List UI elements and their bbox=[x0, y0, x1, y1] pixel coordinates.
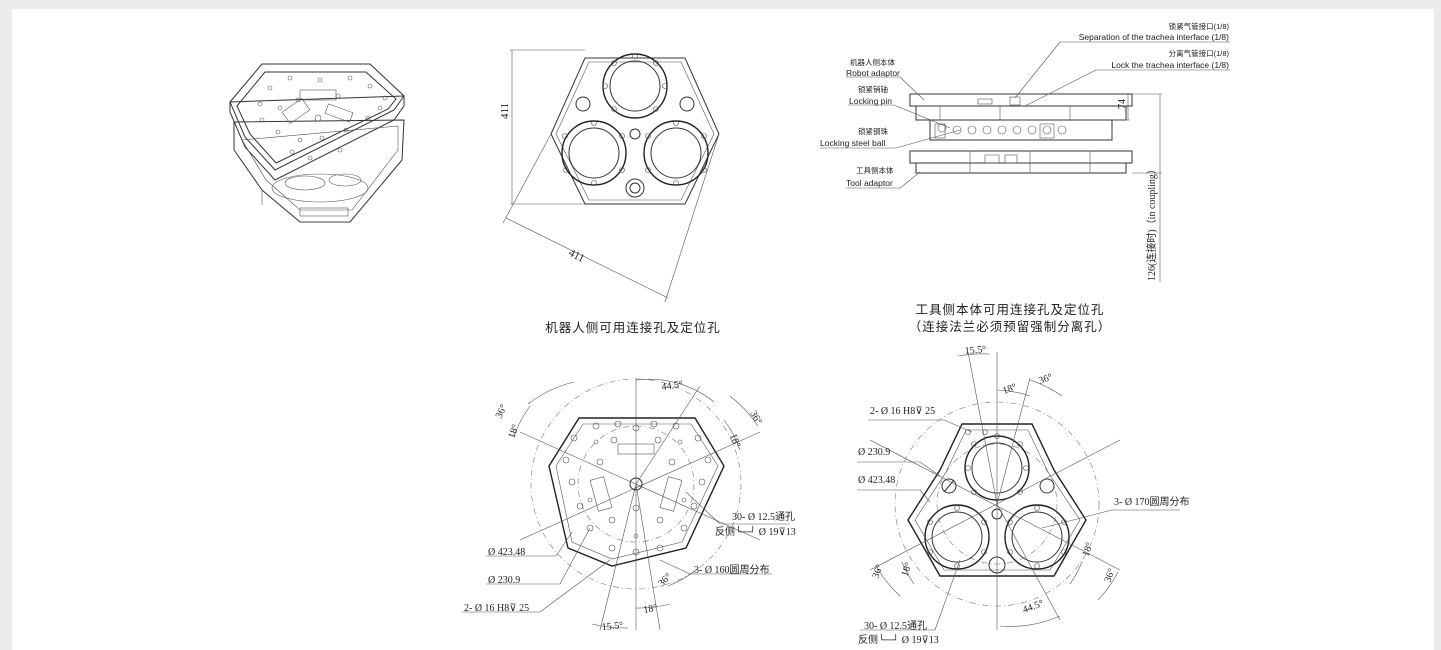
tool-angle-36-right: 36° bbox=[1102, 567, 1117, 584]
title-tool-side-2: （连接法兰必须预留强制分离孔） bbox=[909, 319, 1112, 334]
robot-d423: Ø 423.48 bbox=[488, 547, 525, 558]
robot-angle-18-bottom: 18° bbox=[643, 603, 659, 616]
robot-angle-15-5: 15.5° bbox=[601, 620, 623, 633]
tool-angle-44-5: 44.5° bbox=[1021, 598, 1045, 616]
callout-tool-en: Tool adaptor bbox=[846, 178, 893, 188]
callout-sep-cn: 锁紧气管接口(1/8) bbox=[1169, 21, 1230, 31]
callout-pin-cn: 锁紧销轴 bbox=[858, 84, 888, 94]
tool-angle-36-top: 36° bbox=[1037, 372, 1054, 387]
callout-sep-en: Separation of the trachea interface (1/8… bbox=[1079, 32, 1229, 42]
tool-angle-36-left: 36° bbox=[870, 563, 885, 580]
robot-angle-36-bottom: 36° bbox=[656, 571, 674, 589]
robot-pin: 2- Ø 16 H8⊽ 25 bbox=[464, 603, 529, 614]
isometric-view bbox=[229, 63, 405, 223]
ring-bolts-top bbox=[562, 53, 707, 186]
dim-height-411: 411 bbox=[499, 103, 511, 119]
tool-back-label: 反侧└─┘ Ø 19⊽13 bbox=[858, 633, 939, 646]
tool-angle-18-top: 18° bbox=[1001, 382, 1018, 397]
top-view bbox=[502, 49, 720, 303]
robot-angle-36-left: 36° bbox=[494, 403, 510, 420]
robot-holes-label: 30- Ø 12.5通孔 bbox=[732, 511, 795, 523]
tool-d423: Ø 423.48 bbox=[858, 475, 895, 486]
dim-74: 74 bbox=[1117, 99, 1128, 109]
tool-angle-15-5: 15.5° bbox=[964, 344, 986, 357]
callout-robot-cn: 机器人侧本体 bbox=[850, 57, 895, 67]
tool-side-pattern bbox=[857, 351, 1180, 631]
robot-d230: Ø 230.9 bbox=[488, 575, 520, 586]
callout-lock-cn: 分离气管接口(1/8) bbox=[1169, 48, 1230, 58]
robot-angle-18-right: 18° bbox=[727, 432, 742, 449]
robot-pcd: 3- Ø 160圆周分布 bbox=[694, 564, 770, 576]
callout-pin-en: Locking pin bbox=[849, 96, 892, 106]
side-view bbox=[820, 41, 1230, 282]
dim-126: 126(连接时)（in coupling） bbox=[1145, 164, 1158, 281]
tool-pcd: 3- Ø 170圆周分布 bbox=[1114, 496, 1190, 508]
callout-ball-cn: 锁紧钢珠 bbox=[858, 126, 888, 136]
dim-diagonal-411: 411 bbox=[567, 247, 587, 265]
tool-angle-18-left: 18° bbox=[899, 561, 914, 578]
callout-ball-en: Locking steel ball bbox=[820, 138, 885, 148]
tool-pin: 2- Ø 16 H8⊽ 25 bbox=[870, 406, 935, 417]
robot-side-pattern bbox=[462, 378, 790, 631]
technical-drawing: 411 411 bbox=[229, 21, 1230, 646]
drawing-sheet: 411 411 bbox=[12, 9, 1434, 650]
tool-d230: Ø 230.9 bbox=[858, 447, 890, 458]
tool-holes-label: 30- Ø 12.5通孔 bbox=[864, 620, 927, 632]
robot-angle-36-right: 36° bbox=[747, 409, 764, 427]
tool-angle-18-right: 18° bbox=[1080, 541, 1095, 558]
robot-back-label: 反侧└─┘ Ø 19⊽13 bbox=[715, 525, 796, 538]
callout-tool-cn: 工具侧本体 bbox=[856, 165, 894, 175]
robot-angle-18-left: 18° bbox=[506, 423, 521, 440]
title-robot-side: 机器人侧可用连接孔及定位孔 bbox=[545, 320, 721, 335]
callout-lock-en: Lock the trachea interface (1/8) bbox=[1111, 60, 1229, 70]
title-tool-side-1: 工具侧本体可用连接孔及定位孔 bbox=[915, 302, 1104, 317]
callout-robot-en: Robot adaptor bbox=[846, 68, 900, 78]
robot-angle-44-5: 44.5° bbox=[661, 379, 684, 393]
